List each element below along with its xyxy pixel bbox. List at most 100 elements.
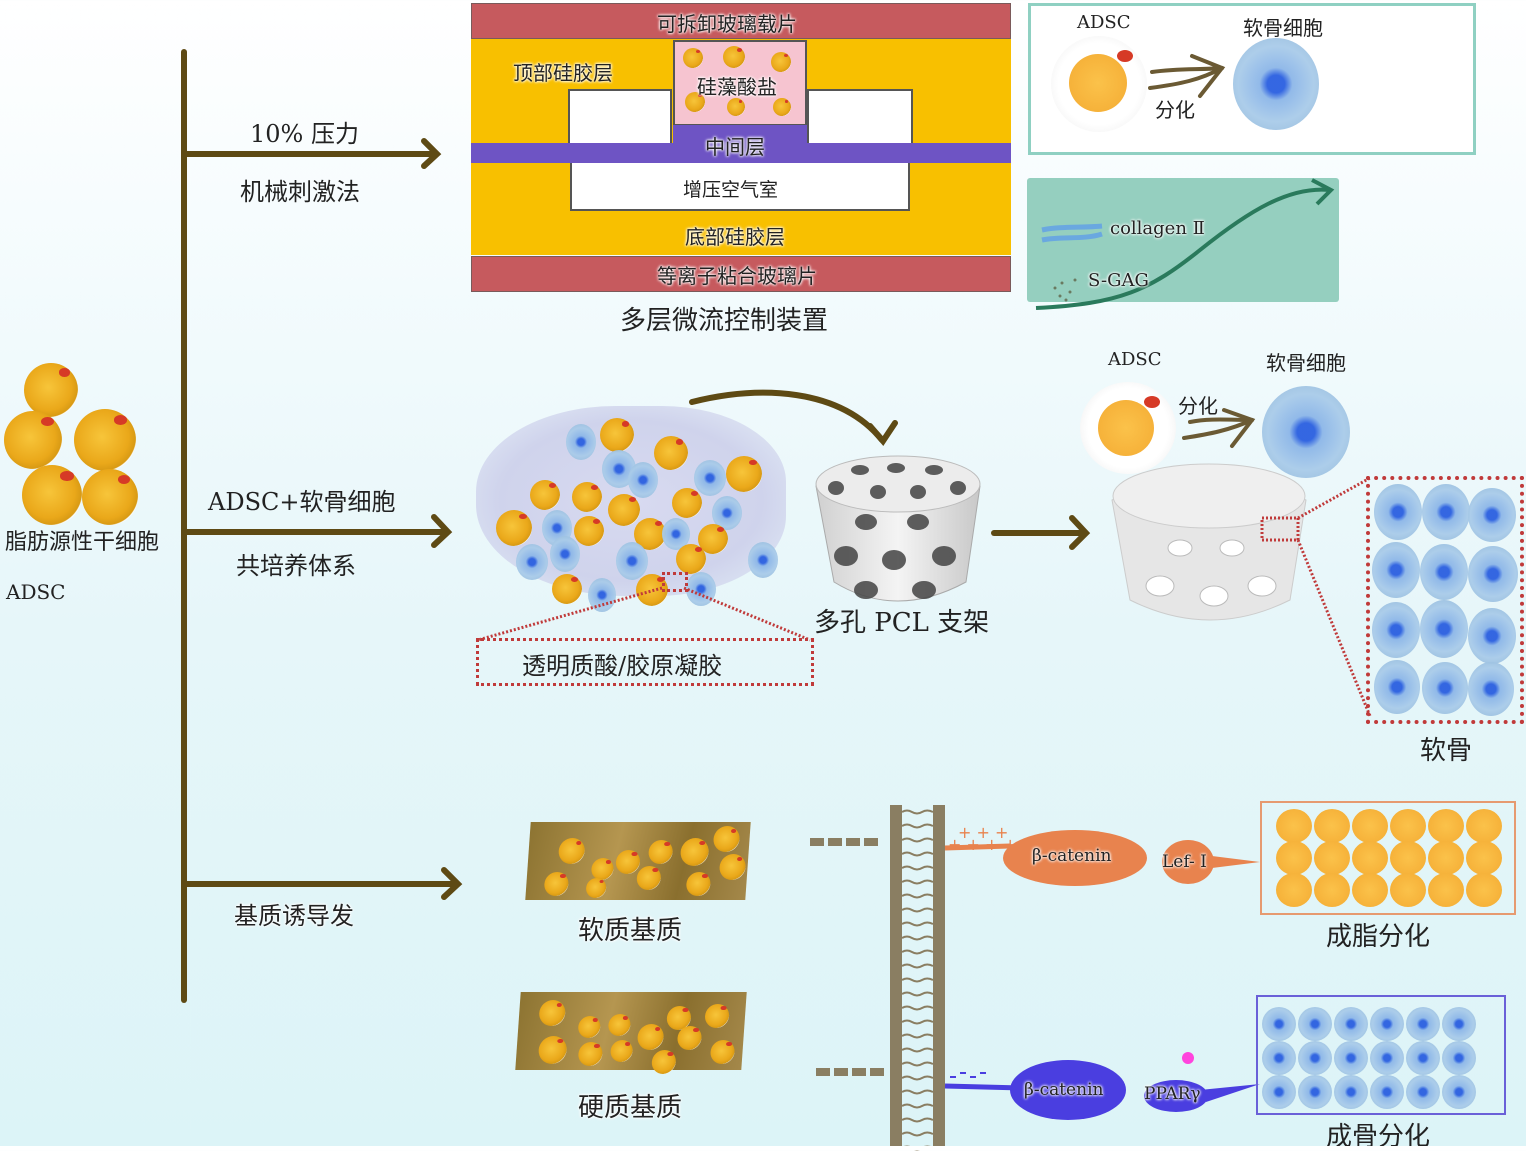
cartilage-cell [1468,662,1514,716]
adsc-cell [22,465,82,525]
alginate-chamber [673,40,807,126]
diff-arrow-label: 分化 [1155,98,1195,122]
lipid-tail [901,921,934,927]
encapsulated-cell [683,48,703,68]
adipocyte [1390,873,1426,907]
branch-arrowhead-2 [431,514,453,548]
adsc-cell [4,411,62,469]
matrix-connector [810,838,886,1076]
alginate-label: 硅藻酸盐 [697,75,777,99]
encapsulated-cell [685,92,705,112]
lipid-bilayer [890,805,945,1151]
encapsulated-cell [773,98,791,116]
seeded-scaffold-top [1112,463,1306,529]
adipocyte [1466,809,1502,843]
top-chamber-left [568,89,672,143]
lipid-tail [901,1047,934,1053]
lipid-tail [901,865,934,871]
adipocyte [1352,873,1388,907]
microfluidic-caption: 多层微流控制装置 [620,306,829,336]
adsc [530,480,560,510]
adipocyte [1428,841,1464,875]
osteoblast [1334,1007,1368,1041]
adsc-cytoplasm [1069,54,1127,112]
osteoblast [1442,1075,1476,1109]
svg-text:+ + +: + + + [958,823,1008,842]
lipid-tail [901,991,934,997]
scaffold-label: 多孔 PCL 支架 [814,608,990,638]
osteoblast [1406,1075,1440,1109]
middle-layer [471,143,1011,163]
adipocyte [1390,809,1426,843]
cartilage-detail-box [1366,476,1524,724]
cartilage-cell [1374,484,1422,540]
adipocyte [1466,841,1502,875]
source-title: 脂肪源性干细胞 [5,530,160,555]
branch-2-line1: ADSC+软骨细胞 [208,488,396,516]
osteoblast [1262,1075,1296,1109]
top-glass-layer [471,3,1011,39]
adsc-cell [24,363,78,417]
curved-arrowhead [867,420,898,446]
adipo-beta-catenin-blob [1003,830,1147,886]
cartilage-callout [1260,476,1372,717]
adsc [676,544,706,574]
adipocyte [1428,873,1464,907]
chondrocyte-cell-large [1233,38,1319,130]
osteogenic-box [1256,995,1506,1115]
osteoblast [1262,1041,1296,1075]
top-silicone-label: 顶部硅胶层 [513,61,613,85]
adsc [574,516,604,546]
encapsulated-cell [723,46,745,68]
adipocyte [1352,809,1388,843]
gel-label-box [476,638,814,686]
osteoblast [1298,1007,1332,1041]
curved-arrow-to-scaffold [689,389,885,443]
lipid-tail [901,907,934,913]
coculture-diff-arrow-label: 分化 [1178,394,1218,418]
markers-box [1027,178,1339,302]
branch-arrowhead-3 [441,867,463,900]
hard-matrix-label: 硬质基质 [578,1093,683,1123]
gel-zoom-marker [662,572,688,592]
adsc [600,418,634,452]
osteoblast [1406,1007,1440,1041]
adsc-cell-large [1051,36,1147,132]
air-chamber [570,163,910,211]
osteo-protein-label: β-catenin [1024,1080,1104,1100]
adsc-marker [1144,396,1160,408]
osteoblast [1334,1041,1368,1075]
lipid-tail [901,1005,934,1011]
lipid-tail [901,963,934,969]
adsc [496,510,532,546]
adsc-cluster [0,355,150,525]
cartilage-cell [1420,544,1468,600]
lipid-tail [901,823,934,829]
lipid-tails [901,809,934,1151]
seeded-scaffold-pores [1145,539,1277,607]
chondrocyte [516,544,548,580]
lipid-tail [901,809,934,815]
bottom-silicone-label: 底部硅胶层 [685,225,785,249]
adipocyte [1390,841,1426,875]
bottom-glass-layer [471,256,1011,292]
cartilage-cell [1468,608,1516,664]
chondrocyte [616,542,648,580]
collagen-fiber-icon [1041,231,1103,243]
osteo-factor-label: PPARγ [1144,1084,1201,1104]
osteoblast [1262,1007,1296,1041]
negative-charges [950,1072,986,1078]
adsc-cytoplasm [1098,400,1154,456]
adsc [608,494,640,526]
adsc-cell [74,409,136,471]
middle-layer-label: 中间层 [705,135,765,159]
lipid-tail [901,893,934,899]
cartilage-cell [1468,488,1516,542]
